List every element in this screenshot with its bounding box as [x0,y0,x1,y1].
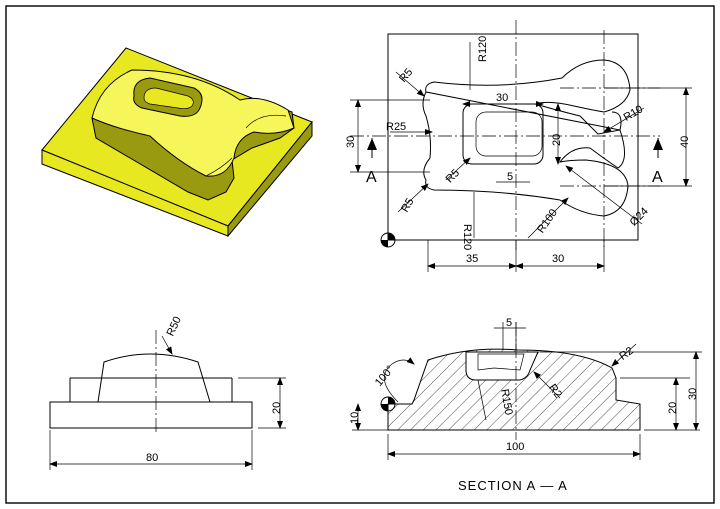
dim-30-bottom: 30 [552,253,564,265]
front-base [49,401,253,429]
dim-r120-top: R120 [477,36,489,62]
section-view: 5 100° R150 R2 R2 10 20 30 100 SECTION A… [349,317,702,493]
iso-lobe-edge [245,114,287,129]
dim-r150: R150 [498,388,514,416]
iso-lobe-edge-2 [205,157,233,177]
dim-arc-angle [384,357,415,403]
dim-30-inner: 30 [496,92,508,104]
dim-section-100: 100 [506,441,524,453]
leader-r2-inner [533,371,561,399]
leader-r100 [527,197,569,239]
leader-r50 [161,335,173,355]
dim-d24: Ø24 [628,205,651,228]
dim-r5-inner: R5 [444,167,462,185]
section-mark-right: A [652,169,664,186]
iso-plate-right [227,120,313,238]
dim-30-left: 30 [345,136,357,148]
dim-section-20: 20 [667,402,679,414]
dim-40-right: 40 [679,136,691,148]
section-mark-left: A [366,169,378,186]
leader-r5-inner [445,157,471,181]
dim-section-10: 10 [349,412,361,424]
section-arrow-left-head [367,138,377,150]
dim-r5-top-left: R5 [397,66,415,84]
sheet-frame [5,5,715,504]
section-pocket [465,351,539,381]
leader-r2-top [611,343,637,367]
front-view: R50 20 80 [49,315,286,470]
leader-r5-bottom-left [397,183,429,213]
section-origin-fill [381,397,395,411]
leader-r5-top-left [395,71,425,97]
dim-section-5: 5 [506,317,512,329]
top-view: A A 30 20 5 30 40 35 30 R120 [345,20,692,272]
section-body [387,348,641,431]
dim-front-20: 20 [271,402,283,414]
section-arrow-right-head [653,138,663,150]
dim-angle-100: 100° [373,364,397,389]
dim-r50: R50 [165,315,184,338]
leader-r150 [477,379,487,421]
isometric-view [41,47,313,238]
dim-section-30: 30 [687,388,699,400]
origin-symbol-fill [381,233,395,247]
dim-5-inner: 5 [507,171,513,183]
leader-d24 [565,165,643,225]
top-pocket-inner [475,111,543,157]
top-view-outline [387,33,639,241]
top-boss-outline [422,59,631,217]
dim-r2-top: R2 [617,345,635,363]
dim-r25: R25 [386,121,406,133]
iso-pocket-floor [143,87,194,110]
dim-r120-bottom: R120 [461,224,473,250]
dim-r5-bottom-left: R5 [399,196,416,214]
dim-front-80: 80 [146,452,158,464]
section-title: SECTION A — A [458,478,568,493]
front-boss [97,353,211,403]
dim-r10: R10 [622,103,645,123]
leader-r10 [603,107,645,133]
dim-r100: R100 [535,207,560,235]
dim-20-inner: 20 [551,134,563,146]
dim-35-bottom: 35 [466,253,478,265]
